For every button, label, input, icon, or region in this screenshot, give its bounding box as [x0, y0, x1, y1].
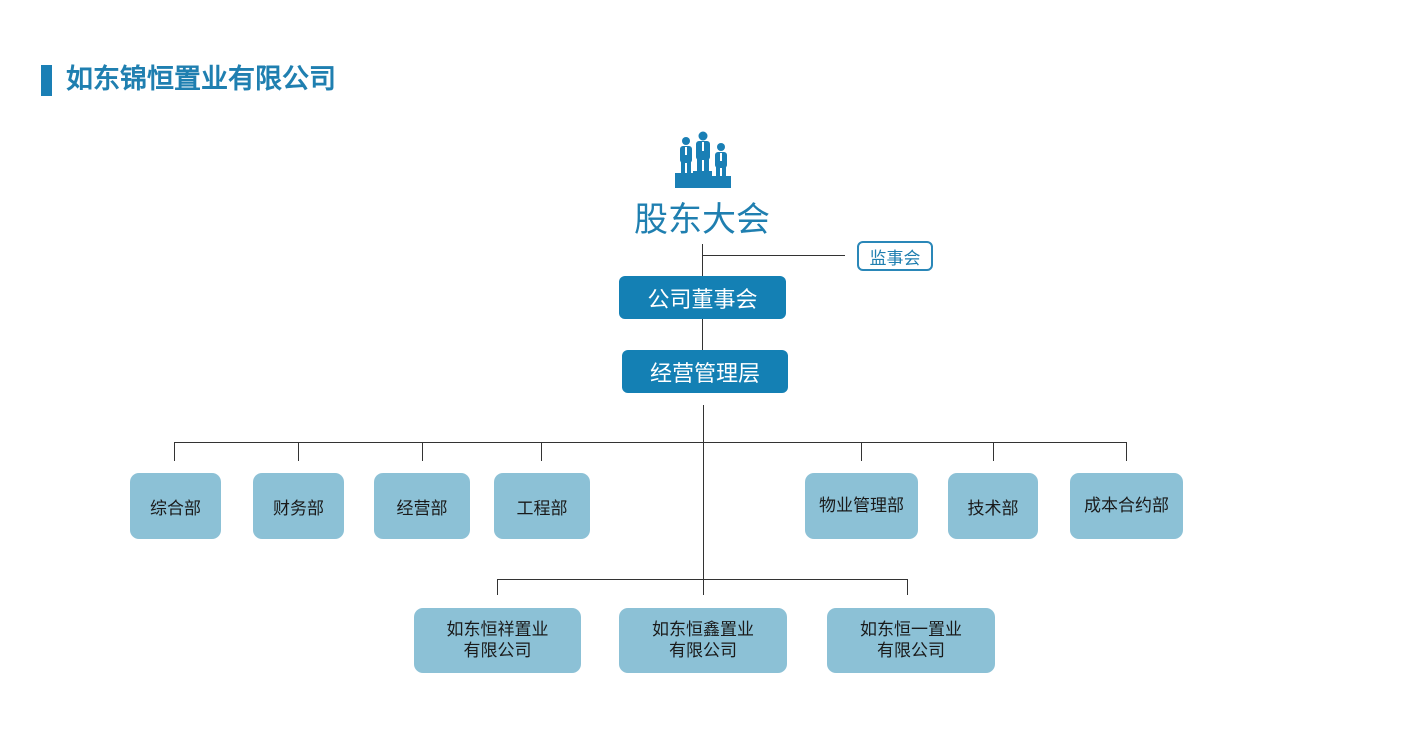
connector-drop-dept-5 [861, 442, 862, 461]
supervisory-board-label: 监事会 [869, 248, 921, 269]
people-group-icon [675, 131, 731, 188]
title-accent-bar [41, 65, 52, 96]
subsidiary-name-line2: 有限公司 [463, 640, 532, 661]
department-label: 成本合约部 [1084, 496, 1169, 516]
connector-root-to-board [702, 244, 703, 276]
subsidiary-box: 如东恒鑫置业 有限公司 [619, 608, 787, 673]
connector-to-supervisory [702, 255, 845, 256]
subsidiary-box: 如东恒祥置业 有限公司 [414, 608, 581, 673]
department-label: 工程部 [516, 498, 568, 519]
department-label: 综合部 [150, 498, 201, 519]
subsidiary-name-line2: 有限公司 [877, 640, 945, 661]
management-label: 经营管理层 [649, 361, 760, 387]
department-label: 物业管理部 [819, 496, 904, 516]
shareholders-meeting-label: 股东大会 [634, 200, 770, 240]
connector-drop-dept-4 [541, 442, 542, 461]
connector-drop-dept-1 [174, 442, 175, 461]
board-of-directors-label: 公司董事会 [647, 287, 758, 313]
subsidiary-name-line2: 有限公司 [669, 640, 737, 661]
board-of-directors-box: 公司董事会 [619, 276, 786, 319]
connector-departments-bus [174, 442, 1127, 443]
subsidiary-box: 如东恒一置业 有限公司 [827, 608, 995, 673]
department-box: 工程部 [494, 473, 590, 539]
subsidiary-name-line1: 如东恒祥置业 [446, 619, 549, 640]
subsidiary-name-line1: 如东恒一置业 [860, 619, 962, 640]
department-box: 技术部 [948, 473, 1038, 539]
department-box: 成本合约部 [1070, 473, 1183, 539]
department-box: 物业管理部 [805, 473, 918, 539]
connector-drop-dept-2 [298, 442, 299, 461]
connector-drop-dept-7 [1126, 442, 1127, 461]
department-box: 经营部 [374, 473, 470, 539]
connector-drop-subsidiary-1 [497, 579, 498, 595]
department-box: 财务部 [253, 473, 344, 539]
department-label: 财务部 [273, 498, 324, 519]
connector-drop-subsidiary-3 [907, 579, 908, 595]
connector-subsidiaries-bus [497, 579, 908, 580]
supervisory-board-box: 监事会 [857, 241, 933, 271]
connector-management-trunk [703, 405, 704, 595]
department-box: 综合部 [130, 473, 221, 539]
connector-drop-dept-6 [993, 442, 994, 461]
management-box: 经营管理层 [622, 350, 788, 393]
connector-drop-dept-3 [422, 442, 423, 461]
page-title: 如东锦恒置业有限公司 [66, 64, 336, 95]
department-label: 经营部 [396, 498, 448, 519]
subsidiary-name-line1: 如东恒鑫置业 [652, 619, 754, 640]
connector-board-to-management [702, 319, 703, 350]
department-label: 技术部 [967, 498, 1019, 519]
